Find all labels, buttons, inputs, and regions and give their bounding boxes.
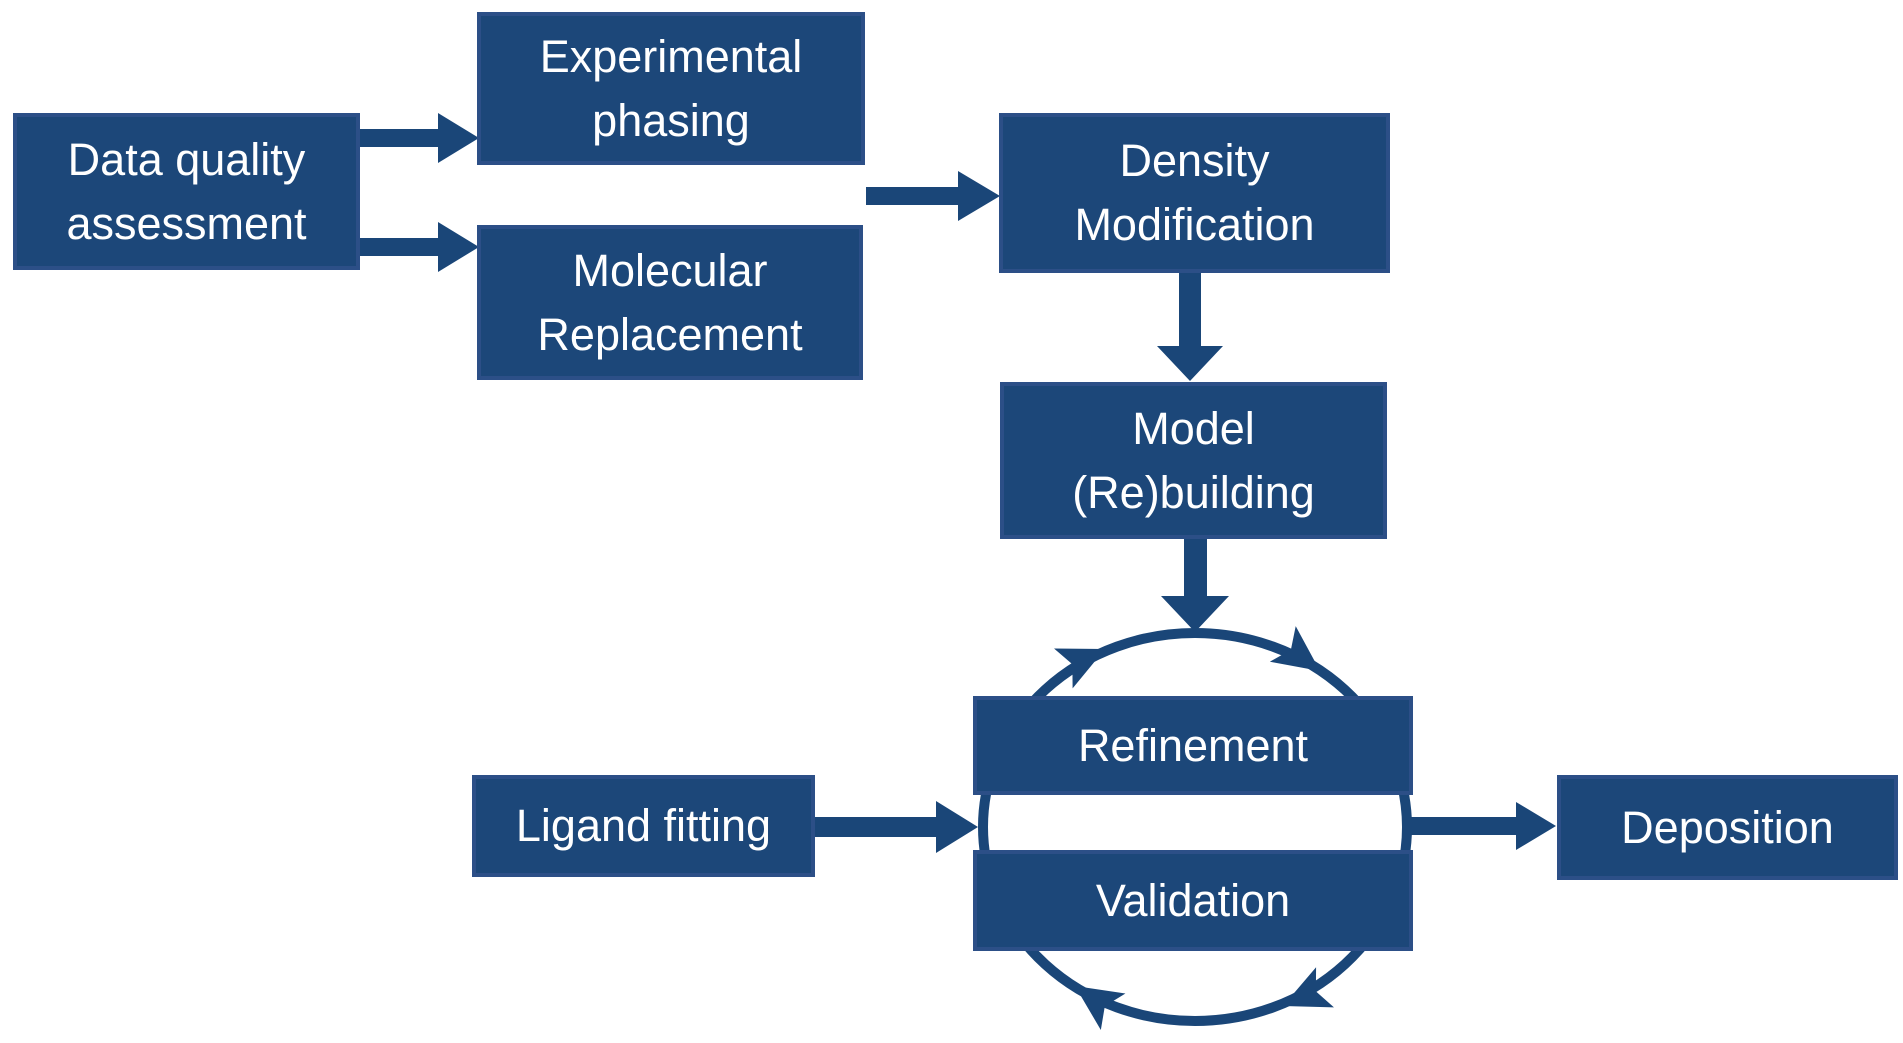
cycle-arrowhead-bottom-left (1075, 986, 1126, 1030)
node-ligand-fitting: Ligand fitting (472, 775, 815, 877)
arrow-data-quality-to-experimental-phasing (360, 113, 479, 163)
node-data-quality-assessment: Data quality assessment (13, 113, 360, 270)
arrow-model-to-cycle (1161, 539, 1229, 632)
arrow-cycle-to-deposition (1408, 802, 1556, 850)
arrow-phasing-to-density-modification (866, 171, 1000, 221)
node-density-modification: Density Modification (999, 113, 1390, 273)
arrow-density-to-model-rebuilding (1157, 273, 1223, 381)
refinement-validation-cycle-ring (978, 628, 1412, 1026)
node-experimental-phasing: Experimental phasing (477, 12, 865, 165)
arrow-ligand-to-cycle (815, 801, 978, 853)
node-deposition: Deposition (1557, 775, 1898, 880)
arrow-data-quality-to-molecular-replacement (360, 222, 479, 272)
node-molecular-replacement: Molecular Replacement (477, 225, 863, 380)
cycle-arrowhead-top-right (1269, 626, 1320, 671)
cycle-arrowhead-bottom-right (1283, 967, 1334, 1008)
node-model-rebuilding: Model (Re)building (1000, 382, 1387, 539)
node-refinement: Refinement (973, 696, 1413, 795)
cycle-arrowhead-top-left (1054, 648, 1105, 689)
node-validation: Validation (973, 850, 1413, 951)
